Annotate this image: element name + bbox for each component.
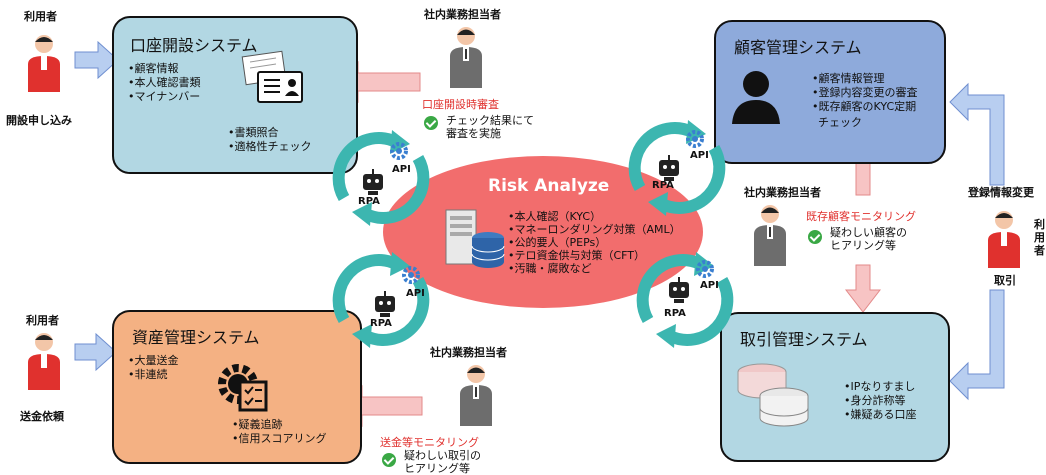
gear-icon xyxy=(686,130,704,148)
staff-middle-note: 疑わしい顧客の ヒアリング等 xyxy=(830,226,907,252)
user-icon xyxy=(28,35,60,92)
bullet-item: 顧客情報 xyxy=(128,62,201,76)
staff-icon xyxy=(754,205,786,266)
check-icon xyxy=(382,453,396,467)
risk-item: •本人確認（KYC） xyxy=(508,210,602,223)
risk-item: •テロ資金供与対策（CFT） xyxy=(508,249,646,262)
robot-icon xyxy=(363,169,383,195)
gear-icon xyxy=(696,260,714,278)
arrow-right-user-to-customer xyxy=(949,82,1005,186)
gear-checklist-icon xyxy=(218,364,268,412)
bullet-item: 既存顧客のKYC定期 xyxy=(812,100,918,114)
account-opening-checks: 書類照合 適格性チェック xyxy=(228,126,312,154)
api-label: API xyxy=(406,288,425,299)
robot-icon xyxy=(669,277,689,303)
user-bottom-left-label: 利用者 xyxy=(26,314,59,327)
api-label: API xyxy=(392,164,411,175)
arrow-right-user-to-trade xyxy=(949,289,1005,401)
asset-mgmt-title: 資産管理システム xyxy=(132,328,260,347)
bullet-item: 適格性チェック xyxy=(228,140,312,154)
bullet-item: 信用スコアリング xyxy=(232,432,327,446)
rpa-cycle-bottom-left: API RPA xyxy=(326,250,436,350)
account-opening-box: 口座開設システム 顧客情報 本人確認書類 マイナンバー 書類照合 適格性チェック xyxy=(112,16,358,174)
customer-mgmt-box: 顧客管理システム 顧客情報管理 登録内容変更の審査 既存顧客のKYC定期 チェッ… xyxy=(714,20,946,164)
staff-bottom-task: 送金等モニタリング xyxy=(380,436,479,449)
bullet-item: 書類照合 xyxy=(228,126,312,140)
asset-mgmt-box: 資産管理システム 大量送金 非連続 疑義追跡 信用スコアリング xyxy=(112,310,362,464)
bullet-item: 嫌疑ある口座 xyxy=(844,408,917,422)
staff-top-label: 社内業務担当者 xyxy=(424,8,501,21)
risk-analyze-title: Risk Analyze xyxy=(488,176,610,196)
user-right-caption: 取引 xyxy=(994,274,1016,287)
staff-top-note: チェック結果にて 審査を実施 xyxy=(446,114,534,140)
bullet-item: 非連続 xyxy=(128,368,179,382)
gear-icon xyxy=(390,142,408,160)
id-card-icon xyxy=(241,50,303,103)
rpa-cycle-top-right: API RPA xyxy=(622,118,732,218)
customer-mgmt-item-cont: チェック xyxy=(818,116,862,129)
trade-mgmt-items: IPなりすまし 身分詐称等 嫌疑ある口座 xyxy=(844,380,917,422)
staff-middle-label: 社内業務担当者 xyxy=(744,186,821,199)
user-icon xyxy=(28,333,60,390)
robot-icon xyxy=(659,155,679,181)
arrow-monitor-to-trade xyxy=(844,264,882,313)
rpa-label: RPA xyxy=(370,318,392,329)
bullet-item: 疑義追跡 xyxy=(232,418,327,432)
rpa-cycle-top-left: API RPA xyxy=(326,128,436,228)
arrow-user-to-account xyxy=(74,40,119,80)
asset-mgmt-checks: 疑義追跡 信用スコアリング xyxy=(232,418,327,446)
risk-analyze-items: •本人確認（KYC） •マネーロンダリング対策（AML） •公的要人（PEPs）… xyxy=(508,210,681,275)
rpa-label: RPA xyxy=(652,180,674,191)
user-right-label: 利用者 xyxy=(1034,218,1045,257)
asset-mgmt-inputs: 大量送金 非連続 xyxy=(128,354,179,382)
rpa-label: RPA xyxy=(664,308,686,319)
bullet-item: 登録内容変更の審査 xyxy=(812,86,918,100)
account-opening-title: 口座開設システム xyxy=(130,36,258,55)
server-database-icon xyxy=(445,209,505,268)
user-top-left-caption: 開設申し込み xyxy=(6,114,72,127)
risk-item: •公的要人（PEPs） xyxy=(508,236,607,249)
cycle-arrows-icon xyxy=(628,120,726,216)
customer-mgmt-items: 顧客情報管理 登録内容変更の審査 既存顧客のKYC定期 xyxy=(812,72,918,114)
staff-bottom-label: 社内業務担当者 xyxy=(430,346,507,359)
arrow-user-to-asset xyxy=(74,332,117,372)
robot-icon xyxy=(375,291,395,317)
bullet-item: IPなりすまし xyxy=(844,380,917,394)
bullet-item: 身分詐称等 xyxy=(844,394,917,408)
trade-mgmt-box: 取引管理システム IPなりすまし 身分詐称等 嫌疑ある口座 xyxy=(720,312,950,462)
api-label: API xyxy=(690,150,709,161)
risk-analyze-ellipse xyxy=(383,156,703,308)
user-top-left-label: 利用者 xyxy=(24,10,57,23)
cycle-arrows-icon xyxy=(636,252,734,348)
bullet-item: マイナンバー xyxy=(128,90,201,104)
gear-icon xyxy=(402,266,420,284)
risk-item: •マネーロンダリング対策（AML） xyxy=(508,223,681,236)
user-bottom-left-caption: 送金依頼 xyxy=(20,410,64,423)
check-icon xyxy=(424,116,438,130)
risk-item: •汚職・腐敗など xyxy=(508,262,592,275)
customer-mgmt-title: 顧客管理システム xyxy=(734,38,862,57)
trade-mgmt-title: 取引管理システム xyxy=(740,330,868,349)
bullet-item: 大量送金 xyxy=(128,354,179,368)
staff-icon xyxy=(450,27,482,88)
bullet-item: 顧客情報管理 xyxy=(812,72,918,86)
database-stack-icon xyxy=(737,363,809,427)
api-label: API xyxy=(700,280,719,291)
rpa-cycle-bottom-right: API RPA xyxy=(630,250,740,350)
bullet-item: 本人確認書類 xyxy=(128,76,201,90)
user-right-top-label: 登録情報変更 xyxy=(968,186,1034,199)
user-icon xyxy=(988,211,1020,268)
staff-bottom-note: 疑わしい取引の ヒアリング等 xyxy=(404,449,481,475)
cycle-arrows-icon xyxy=(332,130,430,226)
staff-middle-task: 既存顧客モニタリング xyxy=(806,210,916,223)
check-icon xyxy=(808,230,822,244)
cycle-arrows-icon xyxy=(332,252,430,348)
person-silhouette-icon xyxy=(732,71,780,124)
rpa-label: RPA xyxy=(358,196,380,207)
account-opening-inputs: 顧客情報 本人確認書類 マイナンバー xyxy=(128,62,201,104)
staff-icon xyxy=(460,365,492,426)
staff-top-task: 口座開設時審査 xyxy=(422,98,499,111)
